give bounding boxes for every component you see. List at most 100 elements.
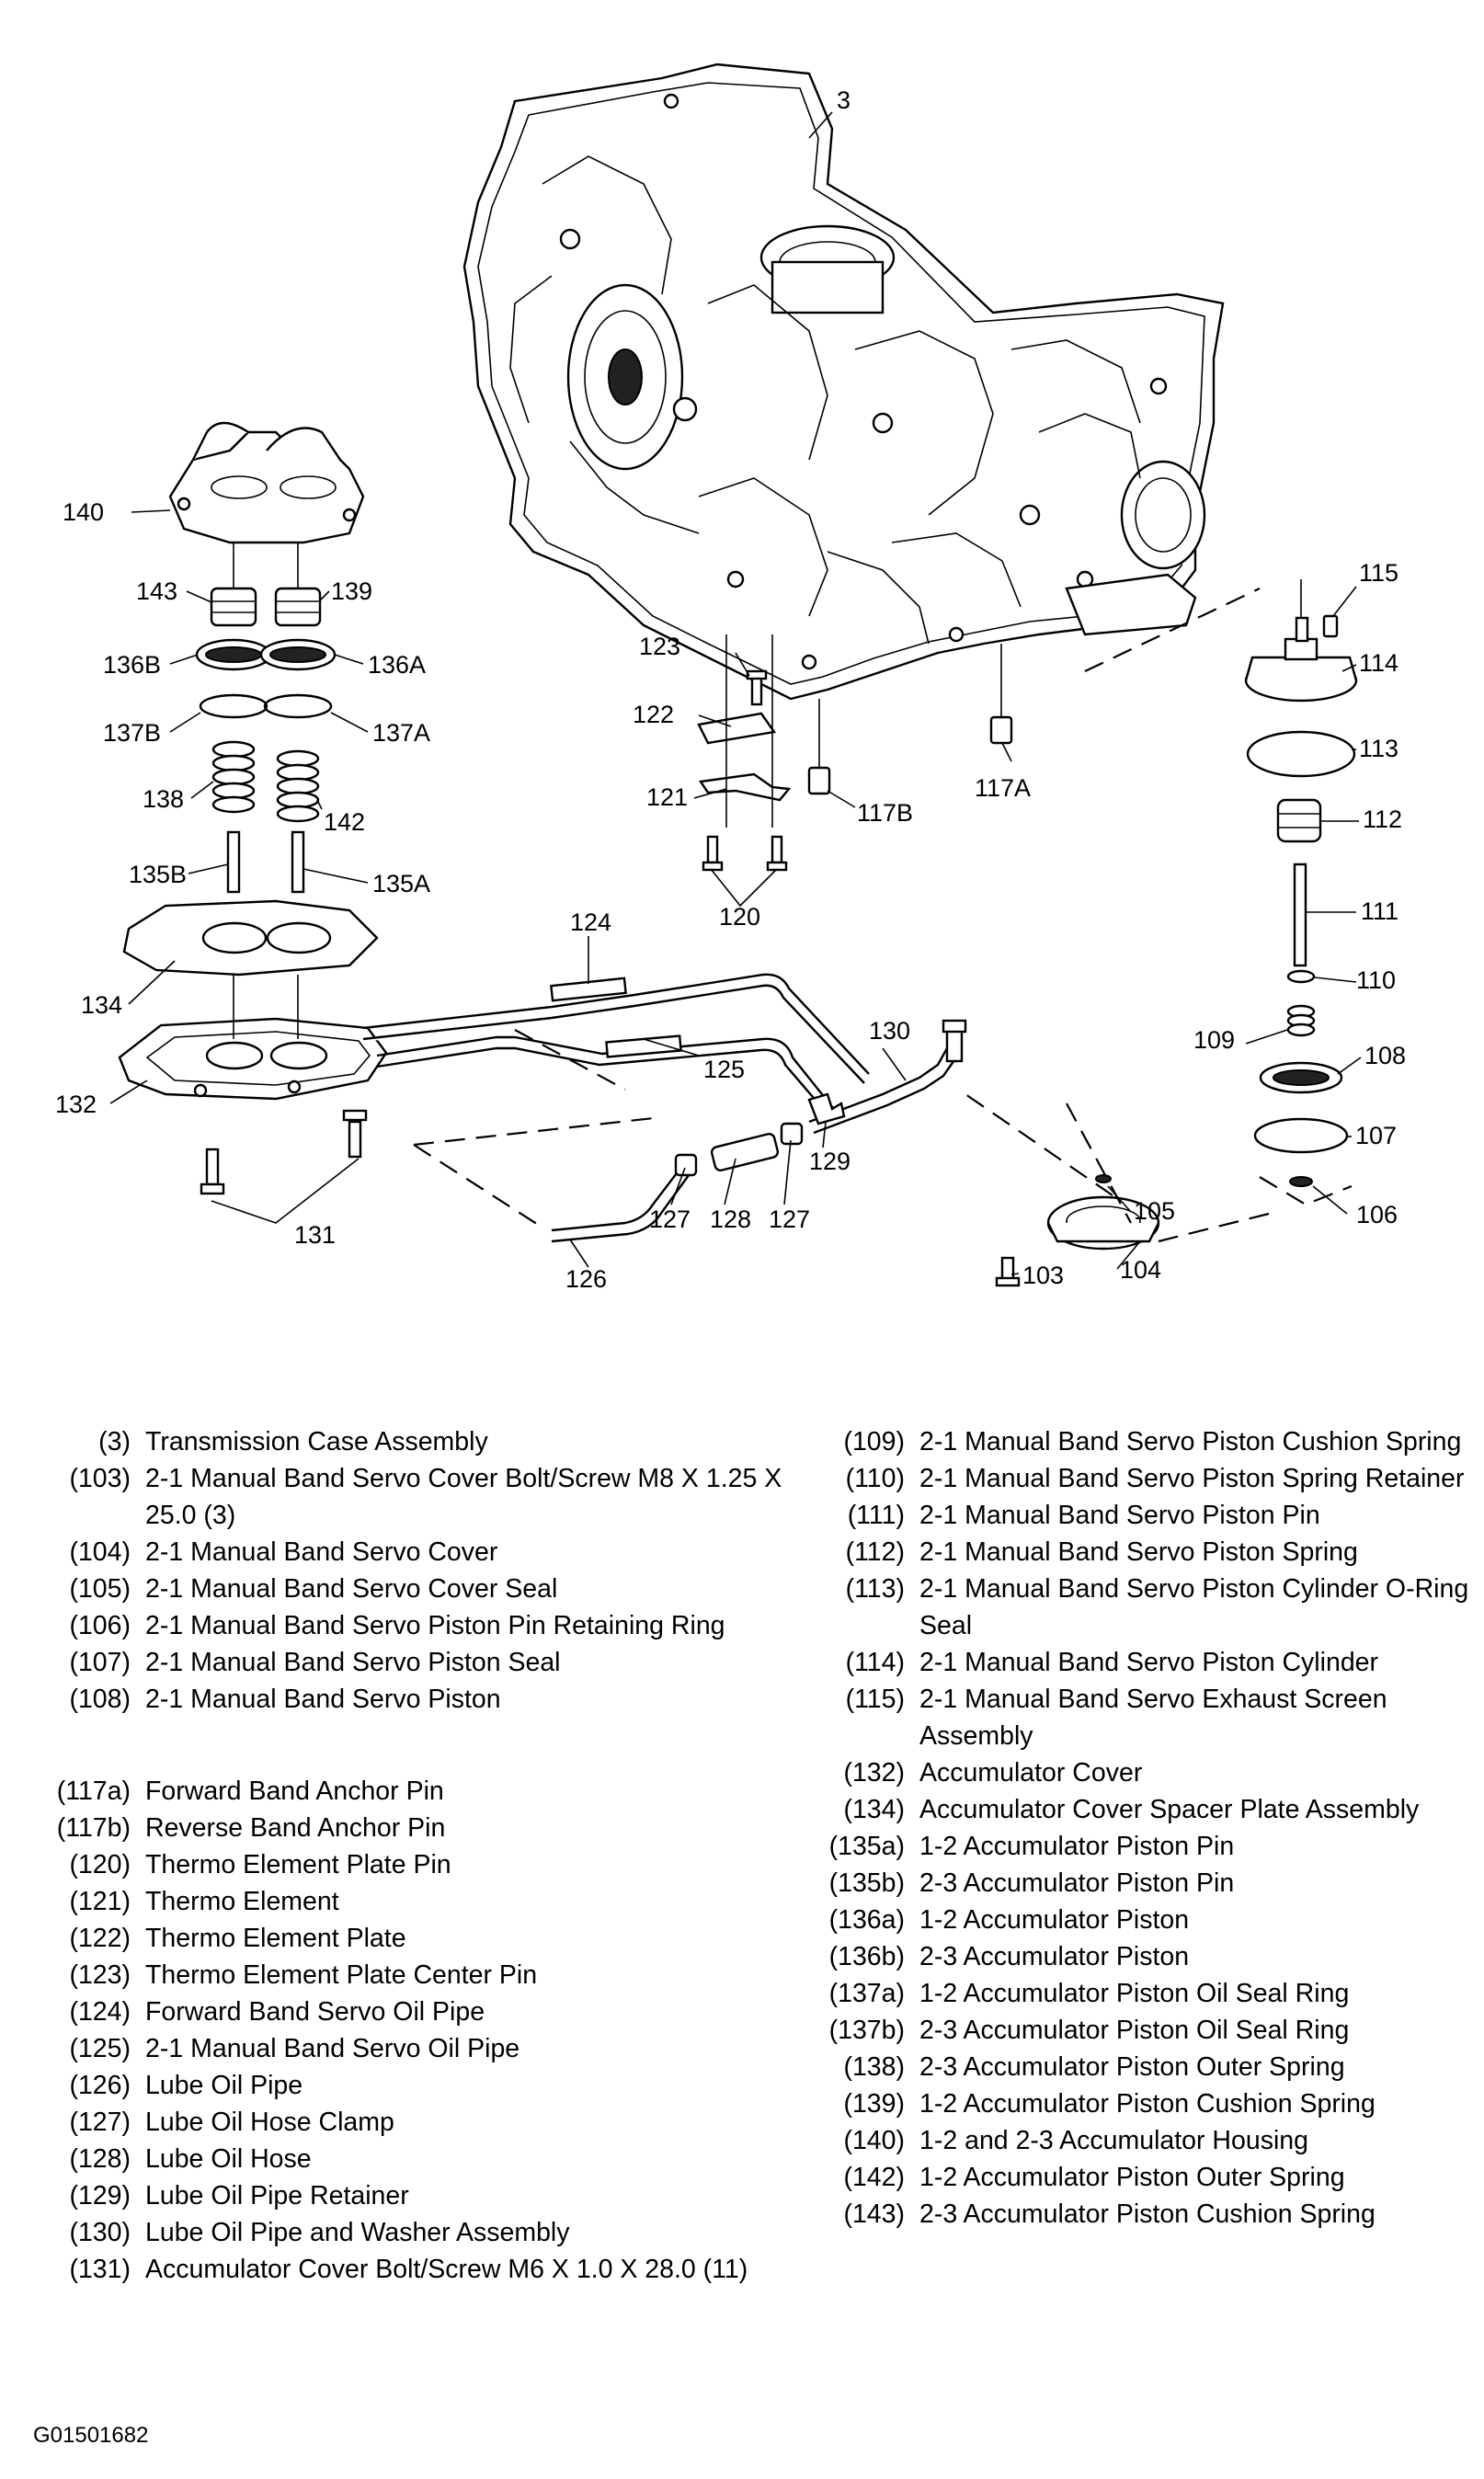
legend-entry: (125)2-1 Manual Band Servo Oil Pipe bbox=[18, 2030, 791, 2067]
callout-123: 123 bbox=[639, 633, 680, 660]
legend-entry-number: (112) bbox=[845, 1537, 905, 1567]
callout-108: 108 bbox=[1364, 1042, 1406, 1069]
callout-129: 129 bbox=[809, 1148, 850, 1175]
legend-entry: (142)1-2 Accumulator Piston Outer Spring bbox=[791, 2159, 1471, 2196]
callout-140: 140 bbox=[63, 498, 104, 526]
callout-139: 139 bbox=[331, 577, 372, 605]
callout-136A: 136A bbox=[368, 651, 426, 679]
callout-142: 142 bbox=[324, 808, 365, 836]
legend-entry: (143) 2-3 Accumulator Piston Cushion Spri… bbox=[791, 2196, 1471, 2233]
legend-entry-number: (137b) bbox=[828, 2016, 905, 2045]
legend-entry-number: (138) bbox=[843, 2052, 905, 2082]
legend-entry: (107)2-1 Manual Band Servo Piston Seal bbox=[18, 1644, 791, 1681]
legend-entry: (117b) Reverse Band Anchor Pin bbox=[18, 1810, 791, 1846]
legend-entry-description: 2-1 Manual Band Servo Piston Pin Retaini… bbox=[145, 1611, 725, 1640]
accumulator-pistons-springs-illustration bbox=[118, 587, 388, 1195]
legend-entry: (138) 2-3 Accumulator Piston Outer Spring bbox=[791, 2049, 1471, 2085]
legend-left-column: (3)Transmission Case Assembly(103)2-1 Ma… bbox=[18, 1423, 791, 2288]
legend-entry-description: 2-3 Accumulator Piston Cushion Spring bbox=[919, 2199, 1376, 2229]
legend-entry: (126)Lube Oil Pipe bbox=[18, 2067, 791, 2104]
callout-115: 115 bbox=[1359, 559, 1398, 587]
legend-entry-number: (115) bbox=[845, 1685, 905, 1714]
legend-entry-description: Thermo Element Plate bbox=[145, 1924, 406, 1953]
legend-entry: (140)1-2 and 2-3 Accumulator Housing bbox=[791, 2122, 1471, 2159]
legend-entry-description: 2-3 Accumulator Piston Outer Spring bbox=[919, 2052, 1345, 2082]
legend-left-top-group: (3)Transmission Case Assembly(103)2-1 Ma… bbox=[18, 1423, 791, 1718]
legend-entry-number: (110) bbox=[845, 1464, 905, 1493]
legend-entry-description: 2-1 Manual Band Servo Piston Cylinder bbox=[919, 1648, 1379, 1677]
legend-entry-description: Lube Oil Pipe Retainer bbox=[145, 2181, 409, 2211]
legend-entry-description: 2-1 Manual Band Servo Piston Spring Reta… bbox=[919, 1464, 1465, 1493]
callout-128: 128 bbox=[710, 1205, 751, 1233]
callout-125: 125 bbox=[703, 1056, 745, 1083]
legend-entry: (130)Lube Oil Pipe and Washer Assembly bbox=[18, 2214, 791, 2251]
legend-entry: (134)Accumulator Cover Spacer Plate Asse… bbox=[791, 1791, 1471, 1828]
legend-entry-number: (124) bbox=[69, 1997, 131, 2027]
legend-entry-description: Forward Band Servo Oil Pipe bbox=[145, 1997, 485, 2027]
callout-117A: 117A bbox=[975, 774, 1031, 802]
legend-entry: (110) 2-1 Manual Band Servo Piston Spring… bbox=[791, 1460, 1471, 1497]
legend-entry-number: (137a) bbox=[828, 1979, 905, 2008]
legend-gap bbox=[18, 1718, 791, 1773]
legend-entry-description: Accumulator Cover Spacer Plate Assembly bbox=[919, 1795, 1420, 1824]
callout-126: 126 bbox=[565, 1265, 607, 1293]
legend-entry-description: 1-2 and 2-3 Accumulator Housing bbox=[919, 2126, 1308, 2155]
legend-entry: (128)Lube Oil Hose bbox=[18, 2141, 791, 2177]
callout-111: 111 bbox=[1361, 897, 1398, 925]
legend-entry: (117a)Forward Band Anchor Pin bbox=[18, 1773, 791, 1810]
callout-137B: 137B bbox=[103, 719, 161, 747]
legend-entry-number: (113) bbox=[845, 1574, 905, 1604]
legend-entry-description: Reverse Band Anchor Pin bbox=[145, 1813, 446, 1843]
legend-entry: (115) 2-1 Manual Band Servo Exhaust Scree… bbox=[791, 1681, 1471, 1754]
legend-entry: (131)Accumulator Cover Bolt/Screw M6 X 1… bbox=[18, 2251, 791, 2288]
callout-112: 112 bbox=[1363, 805, 1402, 833]
legend-right-column: (109) 2-1 Manual Band Servo Piston Cushio… bbox=[791, 1423, 1471, 2233]
legend-entry-description: Thermo Element Plate Center Pin bbox=[145, 1960, 538, 1990]
legend-entry-description: Accumulator Cover Bolt/Screw M6 X 1.0 X … bbox=[145, 2255, 748, 2284]
accumulator-alignment-lines bbox=[233, 543, 299, 1039]
legend-entry-number: (105) bbox=[69, 1574, 131, 1604]
legend-entry: (105)2-1 Manual Band Servo Cover Seal bbox=[18, 1571, 791, 1607]
legend-entry: (111)2-1 Manual Band Servo Piston Pin bbox=[791, 1497, 1471, 1534]
legend-entry-number: (3) bbox=[98, 1427, 131, 1457]
legend-entry-number: (143) bbox=[843, 2199, 905, 2229]
legend-entry-number: (108) bbox=[69, 1685, 131, 1714]
legend-entry: (129)Lube Oil Pipe Retainer bbox=[18, 2177, 791, 2214]
callout-122: 122 bbox=[633, 701, 674, 728]
figure-id: G01501682 bbox=[33, 2423, 149, 2448]
legend-entry: (139)1-2 Accumulator Piston Cushion Spri… bbox=[791, 2085, 1471, 2122]
callout-127-right: 127 bbox=[769, 1205, 810, 1233]
legend-entry-description: 2-1 Manual Band Servo Piston Cushion Spr… bbox=[919, 1427, 1462, 1457]
callout-124: 124 bbox=[570, 908, 611, 936]
callout-130: 130 bbox=[869, 1017, 910, 1045]
callout-labels: 3 140 143 139 136B 136A 137B 137A 138 14… bbox=[55, 86, 1406, 1293]
legend-entry-description: 2-1 Manual Band Servo Oil Pipe bbox=[145, 2034, 520, 2063]
legend-entry-number: (109) bbox=[843, 1427, 905, 1457]
transmission-case-illustration bbox=[462, 63, 1225, 701]
callout-110: 110 bbox=[1356, 966, 1396, 994]
accumulator-housing-illustration bbox=[168, 421, 365, 544]
legend-entry: (120)Thermo Element Plate Pin bbox=[18, 1846, 791, 1883]
callout-103: 103 bbox=[1022, 1262, 1064, 1289]
legend-entry: (137b) 2-3 Accumulator Piston Oil Seal Ri… bbox=[791, 2012, 1471, 2049]
callout-114: 114 bbox=[1359, 649, 1398, 677]
legend-entry-description: 2-3 Accumulator Piston Oil Seal Ring bbox=[919, 2016, 1350, 2045]
legend-entry: (113)2-1 Manual Band Servo Piston Cylind… bbox=[791, 1571, 1471, 1644]
legend-entry-number: (130) bbox=[69, 2218, 131, 2247]
legend-entry: (123)Thermo Element Plate Center Pin bbox=[18, 1957, 791, 1993]
legend-entry-number: (142) bbox=[843, 2163, 905, 2192]
legend-entry-number: (136a) bbox=[828, 1905, 905, 1935]
legend-entry-number: (135b) bbox=[828, 1868, 905, 1898]
legend-entry-number: (117b) bbox=[56, 1813, 131, 1843]
legend-entry-description: Lube Oil Hose Clamp bbox=[145, 2108, 394, 2137]
legend-entry-description: 2-3 Accumulator Piston Pin bbox=[919, 1868, 1235, 1898]
legend-entry-description: 1-2 Accumulator Piston Pin bbox=[919, 1832, 1235, 1861]
legend-entry-description: 2-1 Manual Band Servo Piston Pin bbox=[919, 1501, 1320, 1530]
legend-entry-description: Thermo Element bbox=[145, 1887, 339, 1916]
legend-entry: (106)2-1 Manual Band Servo Piston Pin Re… bbox=[18, 1607, 791, 1644]
legend-entry-description: Accumulator Cover bbox=[919, 1758, 1143, 1788]
legend-entry-description: 2-1 Manual Band Servo Cover bbox=[145, 1537, 498, 1567]
legend-entry: (3)Transmission Case Assembly bbox=[18, 1423, 791, 1460]
legend-entry-description: 2-1 Manual Band Servo Exhaust Screen Ass… bbox=[919, 1685, 1387, 1751]
assembly-dashed-lines bbox=[413, 588, 1353, 1243]
